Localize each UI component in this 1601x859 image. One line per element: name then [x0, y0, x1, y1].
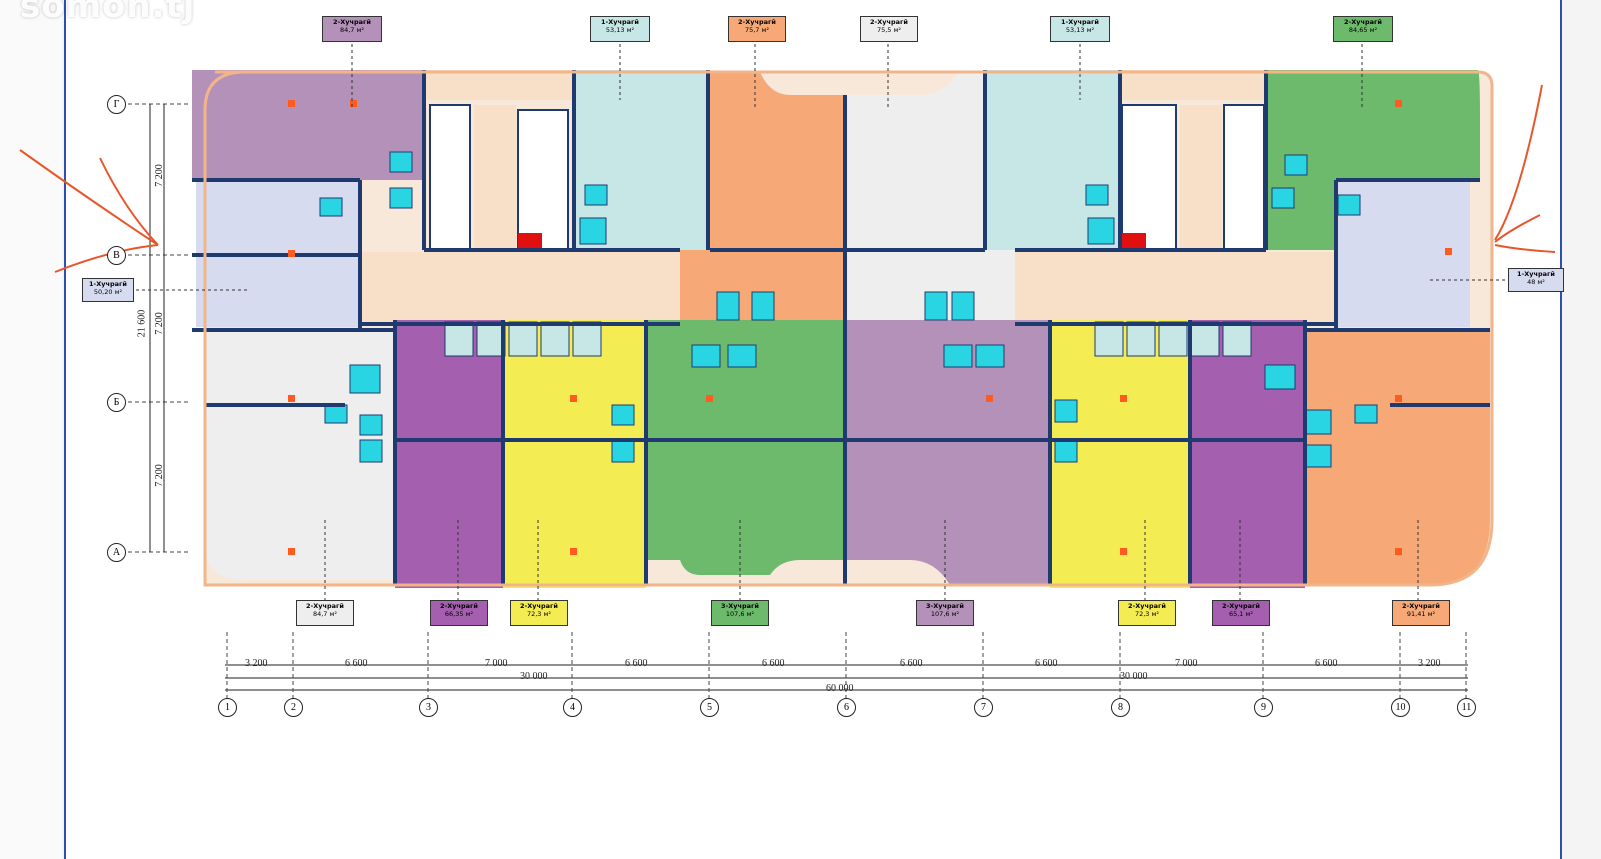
- col-dim-3: 7 000: [485, 658, 508, 669]
- col-dim-8: 7 000: [1175, 658, 1198, 669]
- col-dim-7: 6 600: [1035, 658, 1058, 669]
- corridor-left: [360, 252, 680, 324]
- row-dim-3: 7 200: [153, 464, 165, 487]
- elevator-2: [1223, 104, 1265, 251]
- col-axis-6: 6: [837, 698, 856, 717]
- row-dim-total: 21 600: [136, 309, 148, 338]
- col-axis-11: 11: [1457, 698, 1476, 717]
- apartment-left-mid: [196, 255, 360, 327]
- apartment-right-mid: [1336, 180, 1470, 327]
- apartment-top-1: [192, 70, 424, 180]
- elevator-1: [429, 104, 471, 251]
- col-axis-1: 1: [218, 698, 237, 717]
- apartment-bottom-7: [1190, 320, 1305, 588]
- apartment-top-3: [680, 72, 845, 330]
- annotation-arrows: [19, 84, 1556, 273]
- col-axis-8: 8: [1111, 698, 1130, 717]
- apartment-top-4: [845, 72, 1015, 330]
- row-axis-b: Б: [107, 393, 126, 412]
- corridor-top-2: [1120, 70, 1270, 100]
- stairs-1: [517, 109, 569, 251]
- apartment-left-top: [196, 180, 358, 255]
- col-axis-10: 10: [1391, 698, 1410, 717]
- apartment-top-6: [1266, 70, 1480, 250]
- left-margin: [0, 0, 62, 859]
- apartment-bottom-2: [395, 320, 503, 588]
- col-axis-3: 3: [419, 698, 438, 717]
- fire-box-1: [518, 233, 542, 250]
- fire-box-2: [1122, 233, 1146, 250]
- row-dim-2: 7 200: [153, 312, 165, 335]
- row-axis-v: В: [107, 246, 126, 265]
- row-axis-a: А: [107, 543, 126, 562]
- lobby-1: [474, 105, 516, 250]
- col-axis-5: 5: [700, 698, 719, 717]
- col-dim-9: 6 600: [1315, 658, 1338, 669]
- apartment-bottom-8: [1305, 330, 1490, 585]
- lobby-2: [1180, 105, 1222, 250]
- apartment-bottom-1: [205, 330, 395, 580]
- col-dim-4: 6 600: [625, 658, 648, 669]
- half-total-left: 30 000: [520, 671, 548, 682]
- col-dim-5: 6 600: [762, 658, 785, 669]
- corridor-right: [1015, 252, 1335, 324]
- apartment-bottom-4: [646, 320, 845, 575]
- half-total-right: 30 000: [1120, 671, 1148, 682]
- corridor-top-1: [424, 70, 574, 100]
- col-axis-4: 4: [563, 698, 582, 717]
- col-dim-2: 6 600: [345, 658, 368, 669]
- col-axis-9: 9: [1254, 698, 1273, 717]
- grand-total: 60 000: [826, 683, 854, 694]
- col-dim-1: 3 200: [245, 658, 268, 669]
- col-axis-7: 7: [974, 698, 993, 717]
- row-axis-g: Г: [107, 95, 126, 114]
- col-dim-10: 3 200: [1418, 658, 1441, 669]
- row-dim-1: 7 200: [153, 164, 165, 187]
- apartment-bottom-5: [845, 320, 1050, 585]
- col-axis-2: 2: [284, 698, 303, 717]
- col-dim-6: 6 600: [900, 658, 923, 669]
- stairs-2: [1121, 104, 1177, 251]
- watermark: somon.tj: [20, 0, 196, 26]
